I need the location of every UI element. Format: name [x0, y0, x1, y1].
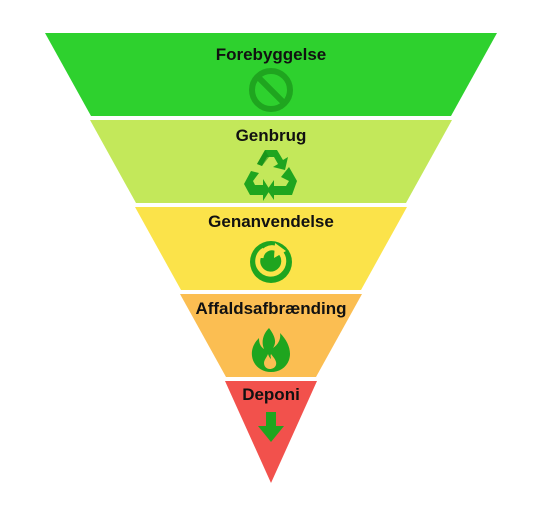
level-band-forebyggelse: [45, 33, 497, 116]
green-dot-icon: [250, 241, 292, 283]
level-label-genbrug: Genbrug: [236, 126, 307, 145]
level-forebyggelse: Forebyggelse: [45, 33, 497, 116]
flame-icon: [251, 328, 290, 372]
level-label-affaldsafbraending: Affaldsafbrænding: [195, 299, 346, 318]
level-band-genbrug: [90, 120, 452, 203]
level-affaldsafbraending: Affaldsafbrænding: [180, 294, 362, 377]
level-deponi: Deponi: [225, 381, 317, 483]
recycle-icon: [244, 150, 297, 201]
level-genbrug: Genbrug: [90, 120, 452, 203]
arrow-down-icon: [258, 412, 284, 442]
level-label-genanvendelse: Genanvendelse: [208, 212, 334, 231]
level-genanvendelse: Genanvendelse: [135, 207, 407, 290]
no-entry-icon: [249, 68, 293, 112]
level-label-forebyggelse: Forebyggelse: [216, 45, 327, 64]
level-label-deponi: Deponi: [242, 385, 300, 404]
